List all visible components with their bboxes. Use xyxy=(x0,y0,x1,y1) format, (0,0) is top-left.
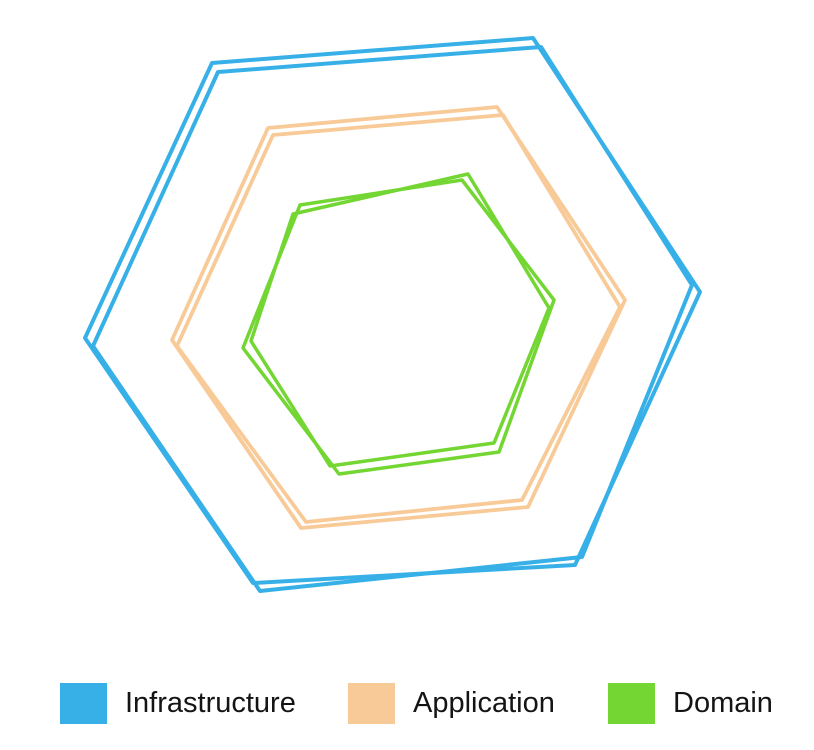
legend-label-application: Application xyxy=(413,687,555,719)
application-swatch xyxy=(348,683,395,724)
legend-item-application: Application xyxy=(348,683,555,724)
domain-swatch xyxy=(608,683,655,724)
legend-item-domain: Domain xyxy=(608,683,773,724)
domain-hexagon-outline-1 xyxy=(241,178,556,476)
domain-hexagon-outline-2 xyxy=(249,172,551,468)
infrastructure-swatch xyxy=(60,683,107,724)
legend: Infrastructure Application Domain xyxy=(0,683,814,724)
application-hexagon-outline-2 xyxy=(175,113,622,524)
legend-label-domain: Domain xyxy=(673,687,773,719)
legend-item-infrastructure: Infrastructure xyxy=(60,683,296,724)
infrastructure-hexagon-outline-1 xyxy=(83,36,702,585)
infrastructure-hexagon-outline-2 xyxy=(91,45,694,593)
application-hexagon-outline-1 xyxy=(170,105,627,530)
hexagon-diagram xyxy=(83,36,702,593)
legend-label-infrastructure: Infrastructure xyxy=(125,687,296,719)
